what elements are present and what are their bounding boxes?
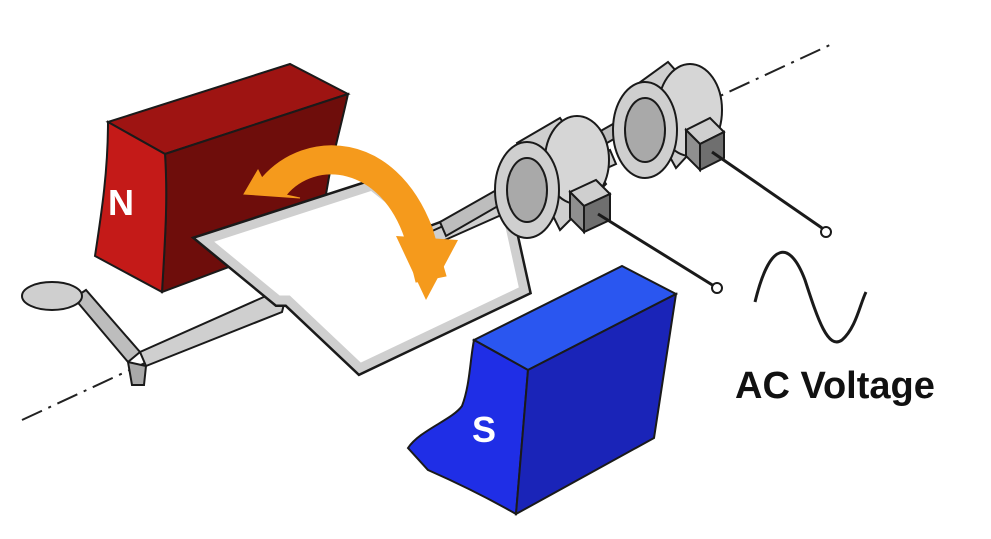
- crank-handle: [21, 281, 83, 311]
- south-magnet: S: [406, 264, 679, 516]
- south-pole-label: S: [472, 409, 496, 450]
- terminal-far: [820, 226, 832, 238]
- rotation-arrow: [243, 145, 458, 300]
- terminal-near: [711, 282, 723, 294]
- output-wire-far: [711, 150, 823, 230]
- ac-voltage-label: AC Voltage: [735, 365, 935, 407]
- brush-far: [684, 116, 726, 173]
- ac-sine-wave-icon: [753, 250, 868, 344]
- brush-near: [568, 178, 612, 235]
- output-wire-near: [597, 212, 715, 288]
- hand-crank: [21, 281, 287, 386]
- north-pole-label: N: [108, 182, 134, 223]
